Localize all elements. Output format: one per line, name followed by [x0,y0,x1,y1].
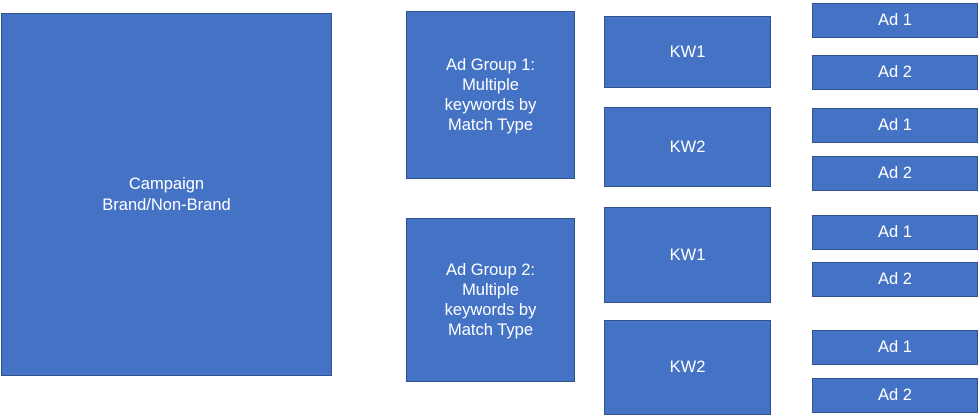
campaign-label: Campaign Brand/Non-Brand [102,175,231,214]
ad-box-3[interactable]: Ad 1 [812,108,978,143]
ad-label-7: Ad 1 [878,338,912,357]
ad-box-1[interactable]: Ad 1 [812,3,978,38]
ad-label-1: Ad 1 [878,11,912,30]
keyword-label-1: KW1 [669,42,706,61]
ad-group-1-label: Ad Group 1: Multiple keywords by Match T… [444,55,537,135]
ad-box-4[interactable]: Ad 2 [812,156,978,191]
ad-group-2-box[interactable]: Ad Group 2: Multiple keywords by Match T… [406,218,575,382]
ad-box-2[interactable]: Ad 2 [812,55,978,90]
ad-label-8: Ad 2 [878,386,912,405]
keyword-label-3: KW1 [669,245,706,264]
keyword-box-2[interactable]: KW2 [604,107,771,187]
ad-label-4: Ad 2 [878,164,912,183]
ad-box-7[interactable]: Ad 1 [812,330,978,365]
keyword-box-1[interactable]: KW1 [604,16,771,88]
keyword-label-4: KW2 [669,358,706,377]
ad-label-2: Ad 2 [878,63,912,82]
ad-box-5[interactable]: Ad 1 [812,215,978,250]
keyword-label-2: KW2 [669,137,706,156]
ad-box-6[interactable]: Ad 2 [812,262,978,297]
campaign-box[interactable]: Campaign Brand/Non-Brand [1,13,332,376]
ad-label-5: Ad 1 [878,223,912,242]
ad-box-8[interactable]: Ad 2 [812,378,978,413]
ad-group-2-label: Ad Group 2: Multiple keywords by Match T… [444,260,537,340]
keyword-box-4[interactable]: KW2 [604,320,771,415]
ad-group-1-box[interactable]: Ad Group 1: Multiple keywords by Match T… [406,11,575,179]
keyword-box-3[interactable]: KW1 [604,207,771,303]
ad-label-3: Ad 1 [878,116,912,135]
ad-label-6: Ad 2 [878,270,912,289]
